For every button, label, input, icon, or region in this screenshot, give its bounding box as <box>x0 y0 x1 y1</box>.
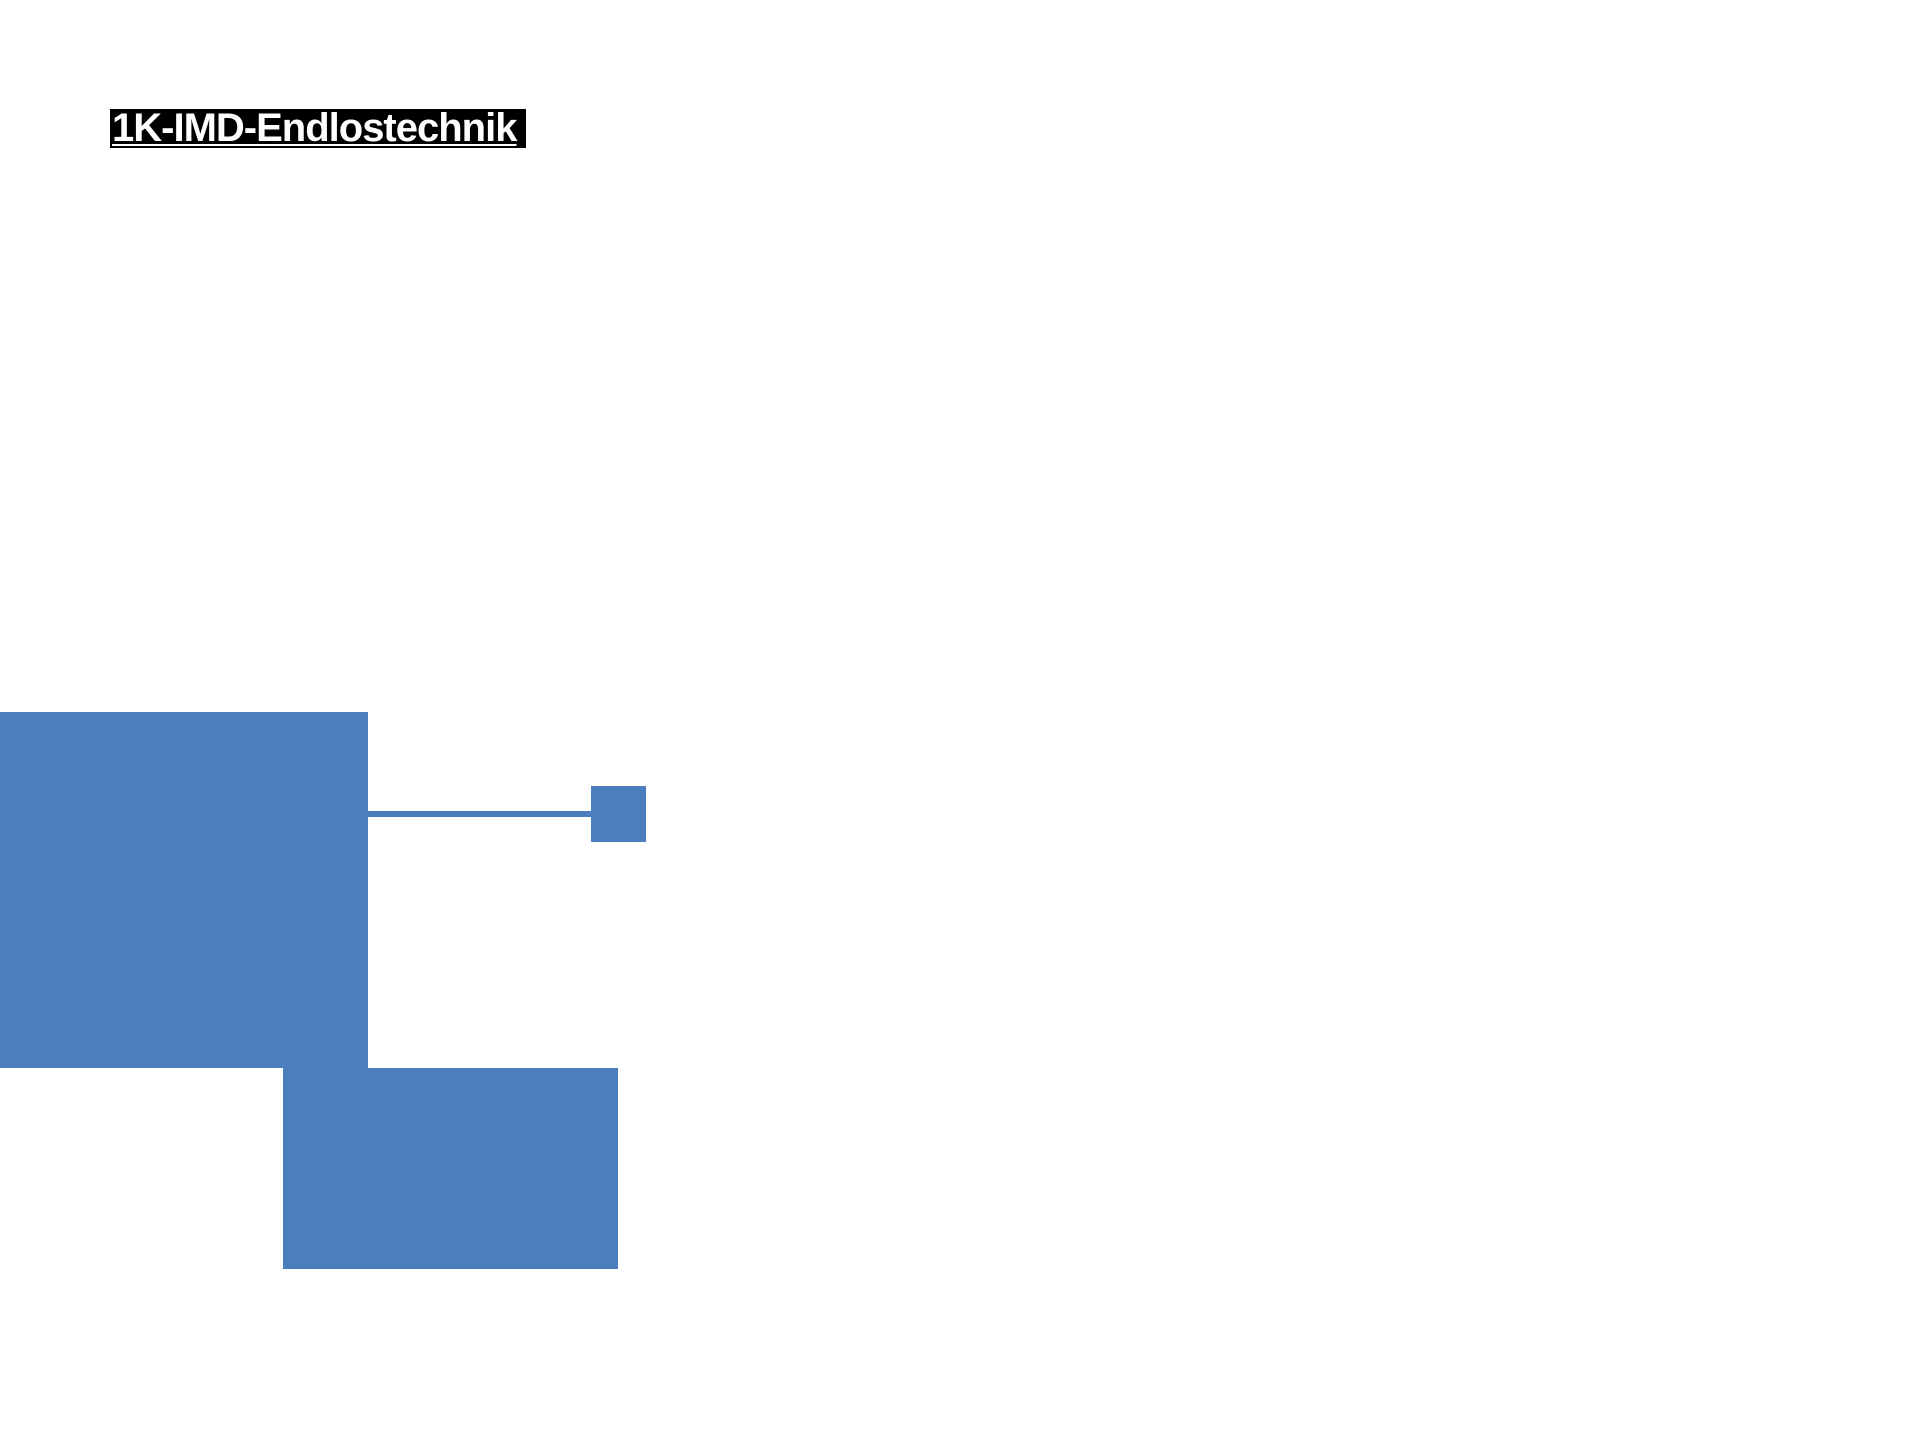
page-title: 1K-IMD-Endlostechnik <box>112 106 517 150</box>
lower-rectangle-shape <box>283 1068 618 1269</box>
connector-line <box>368 811 591 817</box>
title-bar: 1K-IMD-Endlostechnik <box>110 106 527 150</box>
large-rectangle-shape <box>0 712 368 1068</box>
small-square-shape <box>591 786 646 842</box>
